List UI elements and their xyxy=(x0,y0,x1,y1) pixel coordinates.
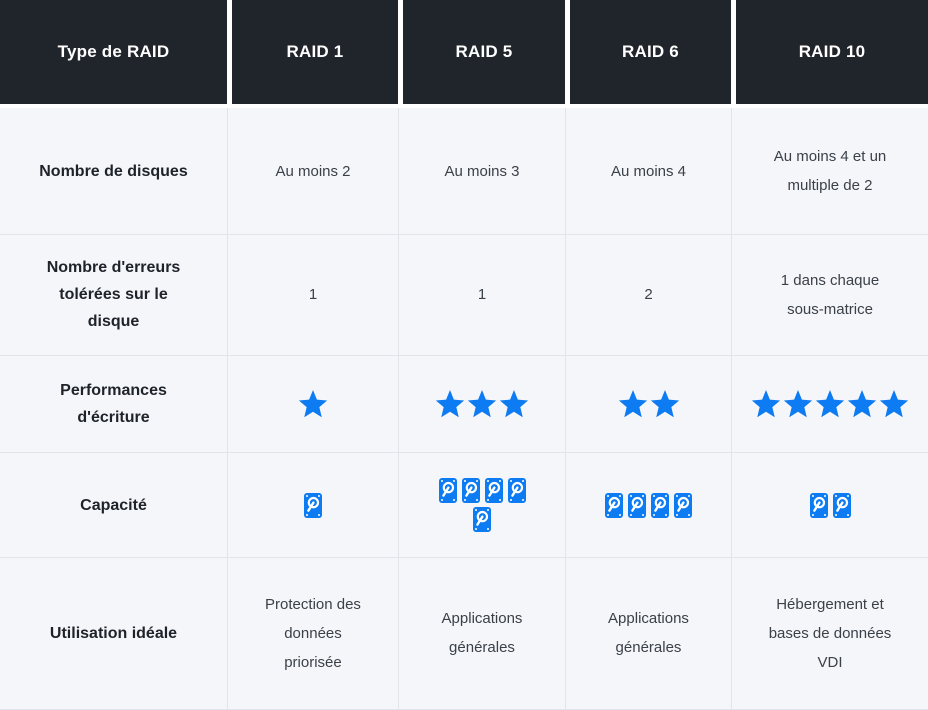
disk-count xyxy=(304,492,322,518)
star-rating xyxy=(435,390,529,418)
star-icon xyxy=(751,390,781,418)
table-cell xyxy=(227,453,398,558)
disk-count xyxy=(436,478,528,533)
table-cell: Au moins 2 xyxy=(227,108,398,235)
star-rating xyxy=(298,390,328,418)
hard-drive-icon xyxy=(438,478,457,504)
table-cell: Au moins 4 xyxy=(565,108,731,235)
hard-drive-icon xyxy=(832,492,851,518)
row-label: Capacité xyxy=(0,453,227,558)
hard-drive-icon xyxy=(674,492,692,518)
table-row-utilisation-ideale: Utilisation idéale Protection des donnée… xyxy=(0,557,928,710)
table-cell: 1 dans chaque sous-matrice xyxy=(731,234,928,356)
table-cell xyxy=(731,453,928,558)
disk-count xyxy=(809,492,851,518)
table-cell xyxy=(565,356,731,454)
star-icon xyxy=(618,390,647,418)
table-cell: 1 xyxy=(227,234,398,356)
column-header-raid-6: RAID 6 xyxy=(565,0,731,105)
table-cell: Applications générales xyxy=(565,557,731,710)
hard-drive-icon xyxy=(473,507,491,533)
star-rating xyxy=(751,390,909,418)
star-icon xyxy=(847,390,877,418)
row-label: Performances d'écriture xyxy=(0,356,227,454)
table-cell xyxy=(565,453,731,558)
hard-drive-icon xyxy=(605,492,623,518)
star-icon xyxy=(499,390,529,418)
row-label: Nombre de disques xyxy=(0,108,227,235)
table-cell xyxy=(398,453,565,558)
table-cell: Hébergement et bases de données VDI xyxy=(731,557,928,710)
table-cell: Au moins 3 xyxy=(398,108,565,235)
table-row-nombre-de-disques: Nombre de disques Au moins 2 Au moins 3 … xyxy=(0,108,928,235)
table-cell: 2 xyxy=(565,234,731,356)
column-header-raid-1: RAID 1 xyxy=(227,0,398,105)
hard-drive-icon xyxy=(809,492,828,518)
table-row-capacite: Capacité xyxy=(0,453,928,558)
column-header-type-de-raid: Type de RAID xyxy=(0,0,227,105)
hard-drive-icon xyxy=(461,478,480,504)
table-cell xyxy=(731,356,928,454)
table-cell: Au moins 4 et un multiple de 2 xyxy=(731,108,928,235)
table-cell: Applications générales xyxy=(398,557,565,710)
hard-drive-icon xyxy=(628,492,646,518)
hard-drive-icon xyxy=(484,478,503,504)
hard-drive-icon xyxy=(507,478,526,504)
table-cell xyxy=(227,356,398,454)
table-cell xyxy=(398,356,565,454)
star-icon xyxy=(435,390,465,418)
column-header-raid-10: RAID 10 xyxy=(731,0,928,105)
star-icon xyxy=(650,390,679,418)
star-icon xyxy=(467,390,497,418)
hard-drive-icon xyxy=(651,492,669,518)
table-cell: 1 xyxy=(398,234,565,356)
star-icon xyxy=(815,390,845,418)
row-label: Utilisation idéale xyxy=(0,557,227,710)
star-icon xyxy=(298,390,328,418)
disk-count xyxy=(605,492,692,518)
star-icon xyxy=(879,390,909,418)
hard-drive-icon xyxy=(304,492,322,518)
table-row-performances-ecriture: Performances d'écriture xyxy=(0,356,928,454)
row-label: Nombre d'erreurs tolérées sur le disque xyxy=(0,234,227,356)
table-header-row: Type de RAID RAID 1 RAID 5 RAID 6 RAID 1… xyxy=(0,0,928,109)
star-icon xyxy=(783,390,813,418)
column-header-raid-5: RAID 5 xyxy=(398,0,565,105)
table-row-erreurs-tolerees: Nombre d'erreurs tolérées sur le disque … xyxy=(0,234,928,356)
star-rating xyxy=(618,390,680,418)
table-cell: Protection des données priorisée xyxy=(227,557,398,710)
